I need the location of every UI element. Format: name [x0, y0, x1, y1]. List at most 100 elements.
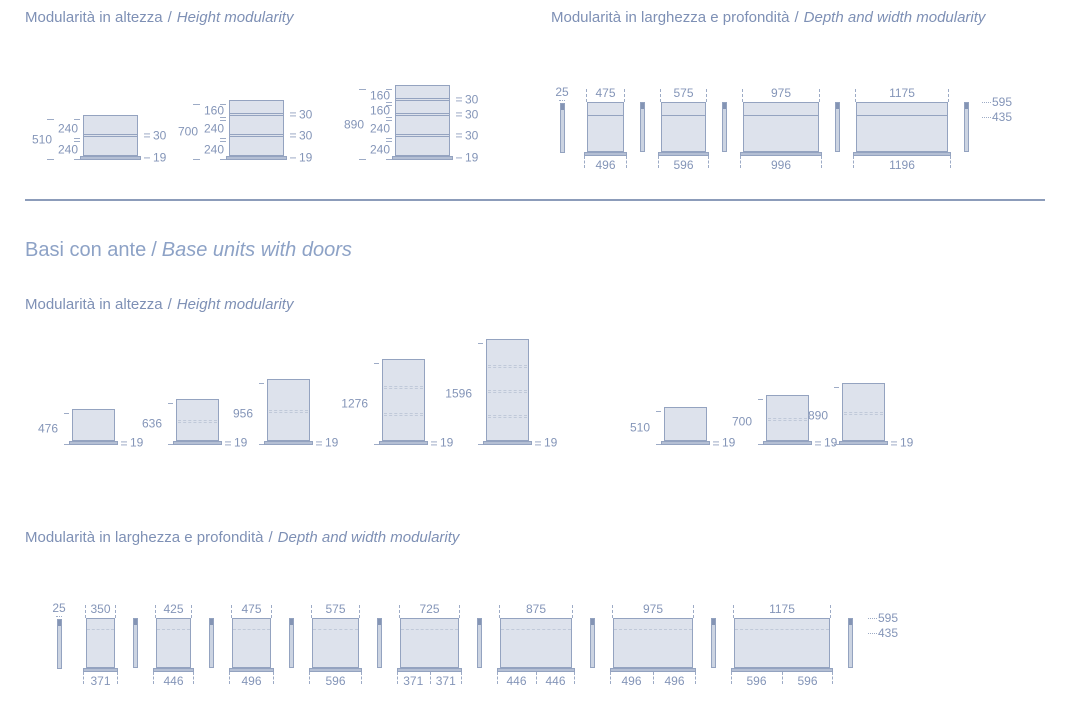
dimension-tick [832, 672, 833, 684]
base-thickness-label: 19 [325, 435, 339, 450]
base-thickness-label: 19 [465, 150, 479, 165]
thickness-dimensions: 19 [812, 395, 838, 449]
bottom-width-label: 1196 [889, 158, 915, 172]
base-thickness-label: 19 [234, 435, 248, 450]
dimension-tick [834, 444, 839, 445]
bottom-width-dimension: 596 [309, 672, 362, 688]
dimension-tick [740, 156, 741, 168]
segment-height-label: 240 [369, 142, 390, 157]
top-right-section-title: Modularità in larghezza e profondità/Dep… [551, 9, 985, 26]
dimension-tick [612, 605, 613, 618]
dimension-tick [397, 672, 398, 684]
plinth-base [839, 441, 888, 445]
plinth-base [658, 152, 709, 156]
total-height-label: 1276 [341, 396, 368, 411]
dimension-tick [713, 441, 719, 445]
dimension-tick [499, 605, 500, 618]
shelf-tick [386, 101, 392, 106]
total-height-label: 700 [177, 124, 198, 139]
bottom-width-label: 596 [797, 674, 818, 688]
dimension-tick [758, 399, 763, 400]
total-dimension: 890 [800, 387, 830, 445]
plinth-base [309, 668, 362, 672]
unit-box [587, 102, 624, 152]
base-thickness-dimension: 19 [144, 151, 166, 164]
plinth-base [497, 668, 575, 672]
bottom-width-dimension: 496 [229, 672, 274, 688]
segment-height-label: 240 [203, 121, 224, 136]
bottom-width-dimension: 371 [83, 672, 118, 688]
total-dimension: 476 [30, 413, 60, 445]
unit-module [230, 116, 283, 134]
shelf-thickness-label: 30 [465, 91, 479, 106]
unit-box [83, 115, 138, 156]
dimension-tick [56, 616, 62, 618]
top-width-dimension: 575 [660, 86, 707, 102]
dimension-tick [855, 89, 856, 102]
side-panel [640, 86, 645, 152]
plinth-base [80, 156, 141, 160]
title-english: Depth and width modularity [803, 9, 986, 26]
thickness-dimensions: 19 [532, 339, 558, 449]
shelf-divider [396, 134, 449, 137]
side-panel-bar [640, 102, 645, 152]
dimension-tick [359, 159, 366, 160]
top-width-dimension: 975 [742, 86, 820, 102]
top-width-label: 1175 [889, 85, 915, 100]
unit-box [232, 618, 271, 668]
door-gap-line [488, 364, 527, 368]
total-height-label: 890 [343, 116, 364, 131]
base-thickness-label: 19 [544, 435, 558, 450]
height-ticks [830, 387, 839, 445]
side-panel-cap [712, 619, 715, 625]
top-width-label: 725 [419, 601, 440, 616]
top-width-label: 975 [770, 85, 792, 100]
segment-height-label: 240 [57, 121, 78, 136]
unit-box [400, 618, 459, 668]
panel-thickness: 25 [50, 601, 68, 670]
title-english: Height modularity [176, 9, 294, 26]
shelf-divider [396, 98, 449, 101]
top-width-label: 475 [241, 601, 262, 616]
unit-box [395, 85, 450, 156]
dimension-tick [660, 89, 661, 102]
side-panel-cap [836, 103, 839, 109]
dimension-tick [259, 383, 264, 384]
total-height-label: 510 [629, 420, 650, 435]
dimension-tick [429, 672, 431, 684]
unit-box [156, 618, 191, 668]
plinth-base [610, 668, 696, 672]
side-panel [477, 602, 482, 668]
depth-dash-line [157, 629, 190, 630]
dimension-tick [610, 672, 611, 684]
dimension-tick [316, 441, 322, 445]
base-thickness-dimension: 19 [431, 436, 453, 449]
dimension-tick [830, 605, 831, 618]
separator: / [268, 529, 273, 546]
top-width-dimension: 1175 [855, 86, 949, 102]
side-panel [964, 86, 969, 152]
dimension-tick [168, 444, 173, 445]
depth-inner-label: 435 [878, 626, 899, 641]
dimension-tick [290, 157, 296, 159]
segment-height-label: 160 [203, 103, 224, 118]
bottom-width-label: 371 [435, 674, 456, 688]
base-thickness-label: 19 [722, 435, 736, 450]
shelf-tick [386, 116, 392, 121]
dimension-tick [229, 672, 230, 684]
bottom-width-label: 596 [673, 158, 694, 172]
depth-dash-line [87, 629, 114, 630]
dimension-tick [456, 157, 462, 159]
panel-thickness-label: 25 [555, 85, 569, 99]
depth-dash-line [313, 629, 358, 630]
dimension-tick [155, 605, 156, 618]
dimension-tick [456, 112, 462, 117]
top-width-dimension: 350 [85, 602, 116, 618]
